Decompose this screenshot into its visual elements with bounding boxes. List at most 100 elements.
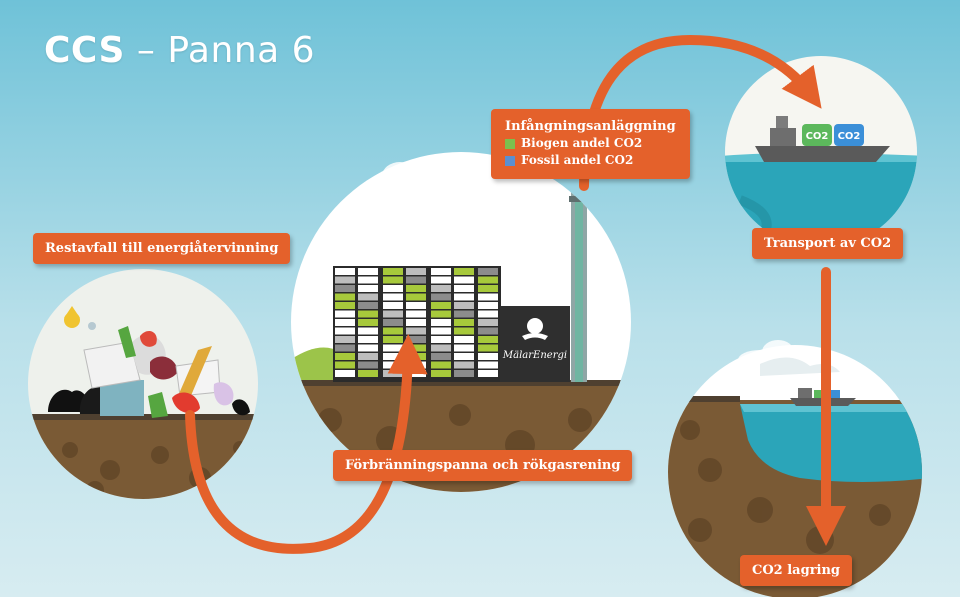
transport-circle: CO2 CO2 [725, 56, 917, 248]
waste-circle [28, 269, 258, 499]
facade-panel [406, 327, 426, 335]
facade-panel [431, 344, 451, 352]
facade-panel [454, 353, 474, 360]
facade-panel [358, 361, 378, 369]
facade-panel [478, 353, 498, 360]
facade-panel [335, 302, 355, 309]
facade-panel [478, 370, 498, 377]
facade-panel [335, 285, 355, 292]
facade-panel [358, 285, 378, 292]
facade-panel [454, 344, 474, 352]
facade-panel [335, 344, 355, 352]
facade-panel [478, 285, 498, 292]
facade-panel [358, 336, 378, 343]
facade-panel [431, 353, 451, 360]
facade-panel [454, 268, 474, 275]
facade-panel [358, 353, 378, 360]
label-transport: Transport av CO2 [752, 228, 904, 259]
label-boiler: Förbränningspanna och rökgasrening [333, 450, 633, 481]
facade-panel [383, 319, 403, 326]
biogenic-swatch-icon [505, 138, 515, 149]
facade-panel [335, 268, 355, 275]
facade-panel [454, 293, 474, 301]
facade-panel [478, 268, 498, 275]
facade-panel [478, 344, 498, 352]
title-dash: – [136, 30, 156, 71]
facade-panel [358, 302, 378, 309]
facade-panel [383, 276, 403, 284]
label-waste: Restavfall till energiåtervinning [33, 233, 291, 264]
facade-panel [406, 293, 426, 301]
facade-panel [431, 276, 451, 284]
facade-panel [478, 302, 498, 309]
ship-icon [755, 146, 890, 162]
facade-panel [454, 310, 474, 318]
facade-panel [431, 327, 451, 335]
facade-panel [383, 361, 403, 369]
facade-panel [478, 336, 498, 343]
facade-panel [431, 310, 451, 318]
facade-panel [454, 361, 474, 369]
facade-panel [406, 319, 426, 326]
facade-panel [383, 302, 403, 309]
facade-panel [431, 293, 451, 301]
facade-panel [454, 327, 474, 335]
facade-panel [478, 310, 498, 318]
title-rest: Panna 6 [167, 30, 316, 71]
facade-panel [406, 336, 426, 343]
facade-panel [431, 336, 451, 343]
facade-panel [335, 276, 355, 284]
legend-biogenic: Biogen andel CO2 [505, 135, 676, 152]
facade-panel [335, 336, 355, 343]
facade-panel [431, 302, 451, 309]
facade-panel [478, 319, 498, 326]
facade-panel [358, 268, 378, 275]
page-title: CCS – Panna 6 [44, 30, 315, 71]
facade-panel [358, 293, 378, 301]
facade-panel [383, 327, 403, 335]
facade-panel [358, 370, 378, 377]
facade-panel [478, 327, 498, 335]
facade-panel [478, 293, 498, 301]
facade-panel [358, 276, 378, 284]
facade-panel [431, 361, 451, 369]
facade-panel [383, 370, 403, 377]
facade-panel [406, 276, 426, 284]
legend-fossil: Fossil andel CO2 [505, 152, 676, 169]
facade-panel [358, 327, 378, 335]
container-label-2: CO2 [838, 131, 861, 142]
facade-panel [358, 310, 378, 318]
fossil-swatch-icon [505, 155, 515, 166]
facade-panel [454, 276, 474, 284]
facade-panel [383, 268, 403, 275]
facade-panel [335, 353, 355, 360]
facade-panel [335, 319, 355, 326]
facade-panel [431, 285, 451, 292]
facade-panel [335, 370, 355, 377]
arrow-waste-to-plant [185, 334, 428, 554]
facade-panel [383, 344, 403, 352]
facade-panel [431, 370, 451, 377]
container-label-1: CO2 [806, 131, 829, 142]
label-capture-plant: Infångningsanläggning Biogen andel CO2 F… [491, 109, 690, 179]
facade-panel [406, 310, 426, 318]
facade-panel [431, 268, 451, 275]
facade-panel [383, 353, 403, 360]
facade-panel [358, 319, 378, 326]
facade-panel [335, 310, 355, 318]
facade-panel [478, 361, 498, 369]
facade-panel [406, 285, 426, 292]
facade-panel [383, 285, 403, 292]
facade-panel [454, 336, 474, 343]
legend-fossil-label: Fossil andel CO2 [521, 153, 634, 167]
label-storage: CO2 lagring [740, 555, 853, 586]
facade-panel [454, 319, 474, 326]
malarenergi-logo-icon [527, 318, 543, 334]
logo-text: MälarEnergi [502, 350, 568, 361]
facade-panel [383, 293, 403, 301]
facade-panel [454, 302, 474, 309]
facade-panel [478, 276, 498, 284]
capture-title: Infångningsanläggning [505, 119, 676, 134]
logo-building [500, 306, 570, 382]
